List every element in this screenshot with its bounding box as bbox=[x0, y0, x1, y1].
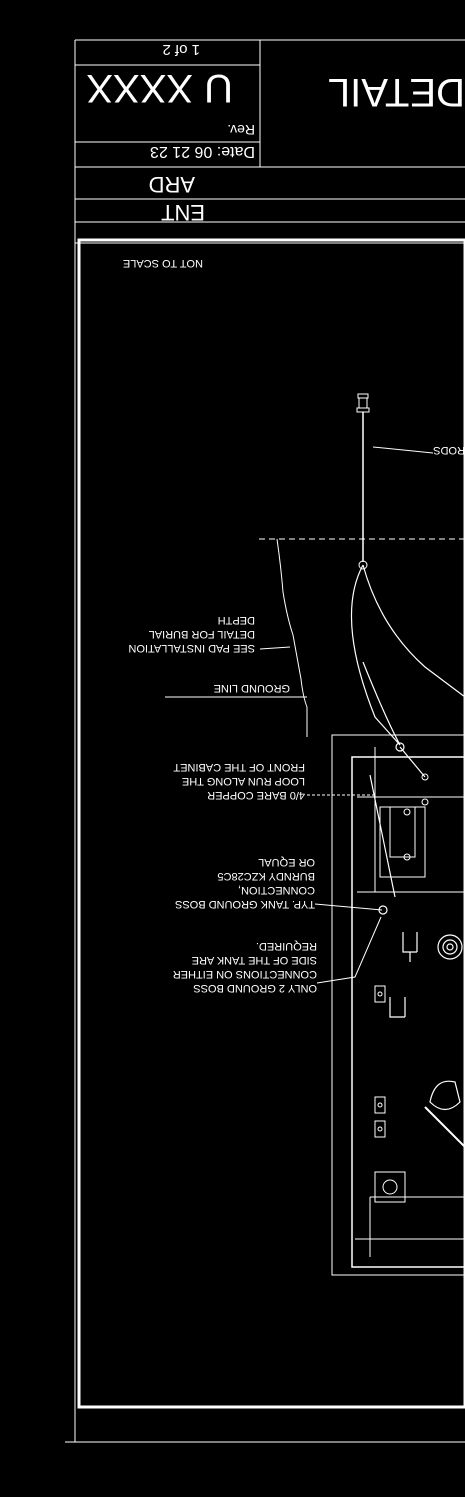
drawing-number: U XXXX bbox=[86, 66, 233, 110]
bushing-icon bbox=[389, 932, 465, 1148]
title-row-fragment-ent: ENT bbox=[161, 200, 205, 225]
tank-boss-note-line-2: CONNECTION, bbox=[238, 884, 315, 896]
rods-label: RODS bbox=[433, 444, 465, 456]
copper-note-line-2: LOOP RUN ALONG THE bbox=[182, 775, 305, 787]
sheet-number: 1 of 2 bbox=[162, 41, 200, 58]
excavation-wall bbox=[276, 538, 308, 737]
tank-boss-note-line-3: BURNDY KZC28C5 bbox=[217, 870, 315, 882]
title-block bbox=[75, 39, 465, 223]
two-boss-note-line-3: SIDE OF THE TANK ARE bbox=[192, 954, 317, 966]
rev-field: Rev. bbox=[227, 122, 255, 138]
pad-leader bbox=[259, 646, 291, 650]
pad-note-line-2: DETAIL FOR BURIAL bbox=[149, 628, 255, 640]
pad-note-line-1: SEE PAD INSTALLATION bbox=[128, 642, 255, 654]
tank-boss-leader bbox=[314, 903, 383, 911]
tank-boss-note-line-4: OR EQUAL bbox=[258, 856, 315, 868]
pad-note-line-3: DEPTH bbox=[218, 614, 255, 626]
bolt-icon bbox=[374, 985, 386, 1138]
grounding-conductor bbox=[350, 564, 465, 915]
two-boss-note-line-2: CONNECTIONS ON EITHER bbox=[173, 968, 317, 980]
copper-note-line-1: 4/0 BARE COPPER bbox=[207, 789, 305, 801]
title-row-fragment-ard: ARD bbox=[149, 172, 195, 197]
sheet-border bbox=[65, 40, 465, 1443]
date-field: Date: 06 21 23 bbox=[150, 143, 255, 160]
two-boss-note-line-1: ONLY 2 GROUND BOSS bbox=[193, 982, 317, 994]
cabinet-footer bbox=[355, 1171, 465, 1240]
two-boss-note-line-4: REQUIRED. bbox=[256, 940, 317, 952]
tank-boss-note-line-1: TYP. TANK GROUND BOSS bbox=[175, 898, 315, 910]
ground-line-label: GROUND LINE bbox=[214, 682, 290, 694]
ground-rod bbox=[356, 393, 370, 570]
scale-note: NOT TO SCALE bbox=[123, 257, 203, 269]
copper-note-line-3: FRONT OF THE CABINET bbox=[173, 761, 305, 773]
transformer-cabinet bbox=[331, 734, 465, 1276]
drawing-title: DETAIL bbox=[328, 70, 465, 114]
two-boss-leader bbox=[316, 916, 382, 984]
rods-leader bbox=[372, 446, 434, 454]
